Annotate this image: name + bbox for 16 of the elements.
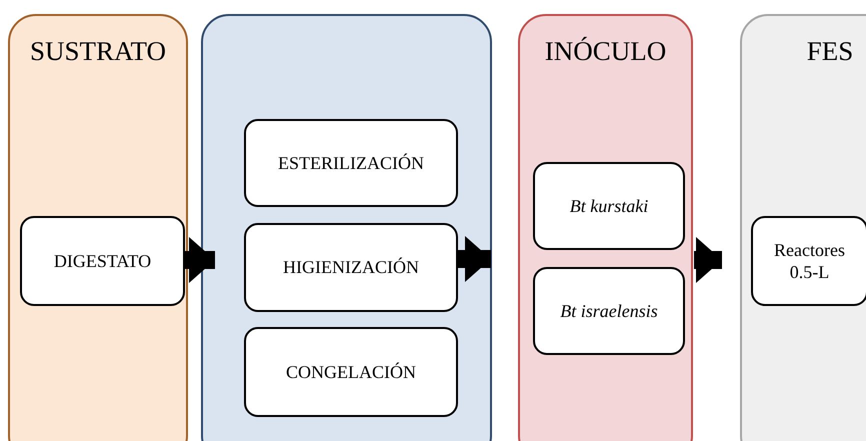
block-arrow [457,236,491,282]
block-arrow [694,237,722,283]
stage-panel [8,14,188,441]
process-box: Reactores 0.5-L [751,216,866,306]
process-box: HIGIENIZACIÓN [244,223,458,312]
block-arrow [184,237,215,283]
stage-title: SUSTRATO [28,38,168,65]
stage-title: INÓCULO [544,38,668,65]
process-box: ESTERILIZACIÓN [244,119,458,207]
process-box: DIGESTATO [20,216,185,306]
stage-title: FES [806,38,854,65]
process-box: CONGELACIÓN [244,327,458,417]
process-box: Bt kurstaki [533,162,685,250]
stage-panel [518,14,693,441]
group-panel [201,14,492,441]
process-box: Bt israelensis [533,267,685,355]
